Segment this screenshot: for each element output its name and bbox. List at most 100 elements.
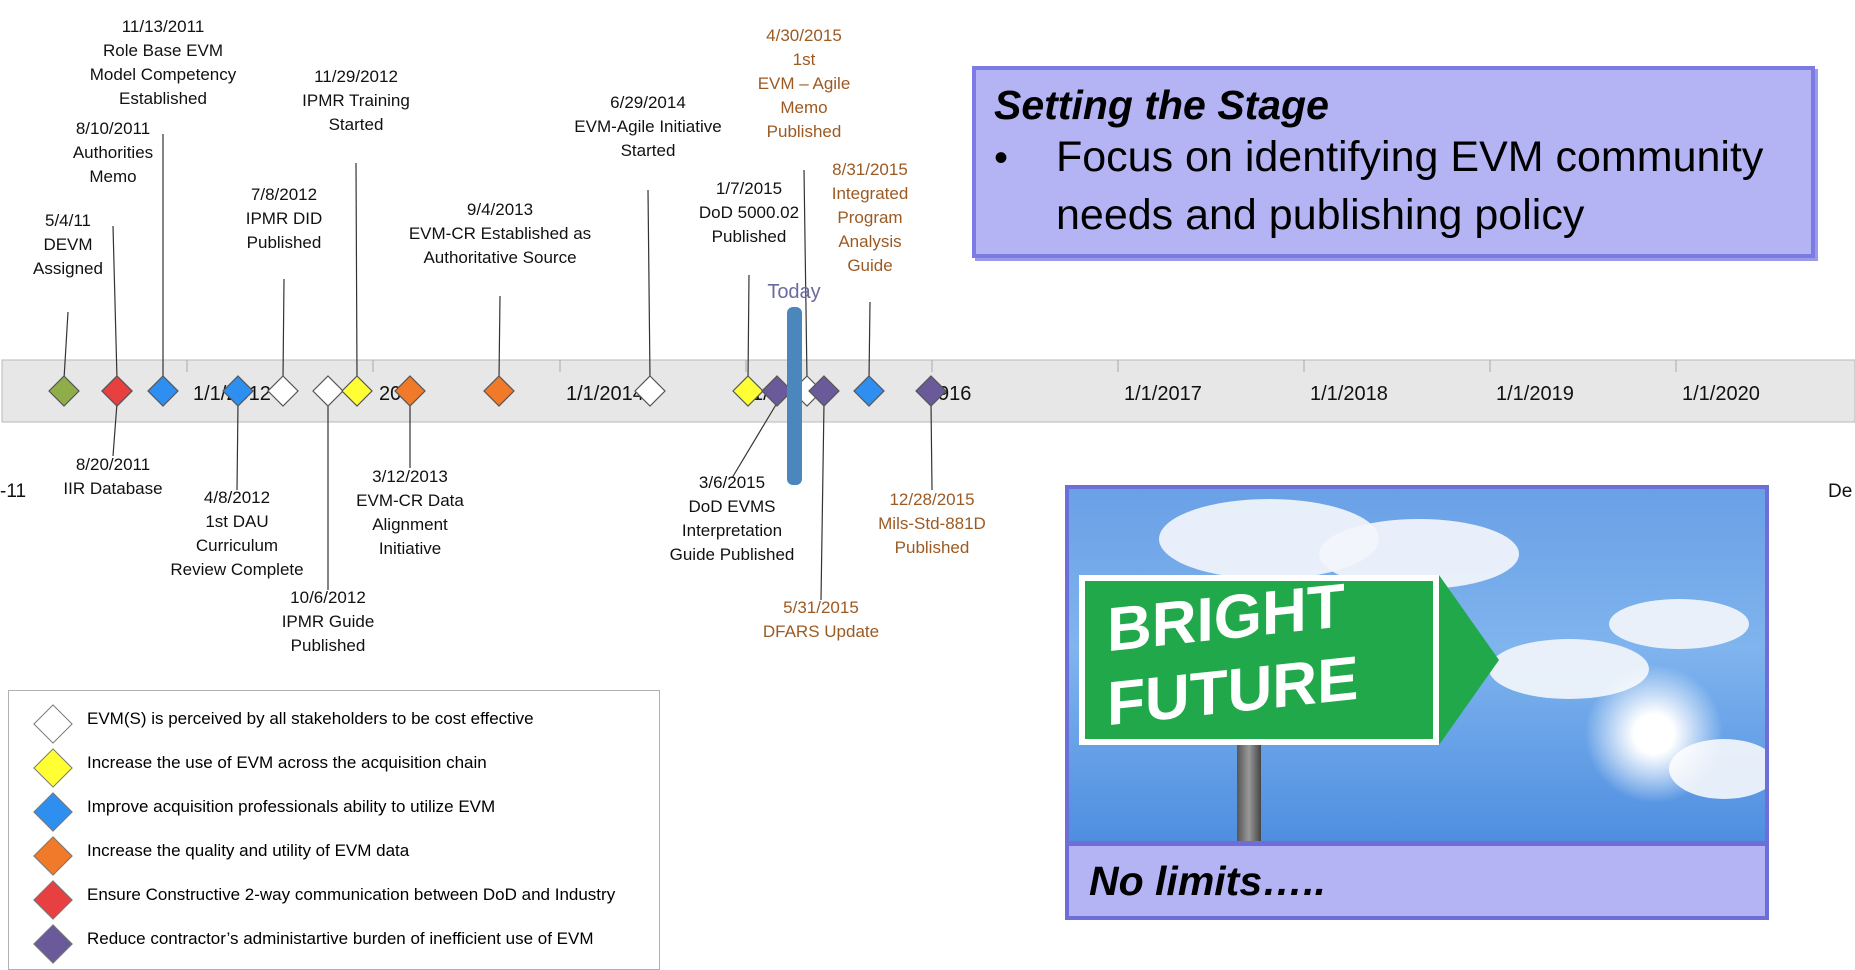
event-connector [112, 402, 118, 457]
legend: EVM(S) is perceived by all stakeholders … [8, 690, 660, 970]
axis-label: 1/1/2018 [1310, 383, 1388, 405]
event-connector [803, 169, 808, 380]
event-label-line: DEVM [43, 235, 92, 254]
event-label-line: DoD EVMS [689, 497, 776, 516]
event-label-line: Published [291, 636, 366, 655]
event-label-line: Guide [847, 256, 892, 275]
legend-swatch-diamond-icon [33, 792, 73, 832]
event-connector [930, 402, 933, 491]
event-label-line: Memo [89, 167, 136, 186]
axis-label: 1/1/2014 [566, 383, 644, 405]
event-connector [112, 225, 118, 380]
axis-label: 916 [938, 383, 971, 405]
sign-post [1237, 739, 1261, 841]
legend-swatch-diamond-icon [33, 924, 73, 964]
event-label-line: Memo [780, 98, 827, 117]
event-label-line: IPMR DID [246, 209, 323, 228]
event-label-line: 1st DAU [205, 512, 268, 531]
sign-arrow-icon [1439, 575, 1499, 745]
event-marker [341, 375, 373, 407]
event-label-line: Analysis [838, 232, 901, 251]
sign-text: BRIGHT FUTURE [1107, 568, 1358, 742]
event-connector [498, 295, 501, 380]
event-label-line: Interpretation [682, 521, 782, 540]
legend-item: Ensure Constructive 2-way communication … [23, 877, 653, 920]
event-label-line: 5/31/2015 [783, 598, 859, 617]
timeline-diagram: 1/1/2012201/1/20141/1/9161/1/20171/1/201… [0, 17, 1855, 655]
event-label-line: IPMR Guide [282, 612, 375, 631]
legend-item: Improve acquisition professionals abilit… [23, 789, 653, 832]
event-label-line: Mils-Std-881D [878, 514, 986, 533]
event-marker [394, 375, 426, 407]
no-limits-caption-box: No limits….. [1065, 842, 1769, 920]
stage-bullet-text: Focus on identifying EVM community needs… [1056, 133, 1764, 239]
event-connector [647, 189, 651, 380]
road-sign [1079, 575, 1439, 745]
event-connector [282, 278, 285, 380]
event-label-line: 11/29/2012 [314, 67, 398, 86]
legend-label: Ensure Constructive 2-way communication … [87, 885, 616, 904]
event-label-line: Started [621, 141, 676, 160]
event-label-line: Guide Published [670, 545, 795, 564]
legend-label: EVM(S) is perceived by all stakeholders … [87, 709, 534, 728]
event-label-line: EVM-CR Established as [409, 224, 591, 243]
event-label-line: Model Competency [90, 65, 237, 84]
event-label-line: 8/10/2011 [76, 119, 150, 138]
event-label-line: 3/6/2015 [699, 473, 765, 492]
event-marker [147, 375, 179, 407]
event-label-line: Role Base EVM [103, 41, 223, 60]
event-label-line: 4/30/2015 [766, 26, 842, 45]
bullet-icon: • [994, 136, 1009, 180]
event-marker [483, 375, 515, 407]
today-marker [787, 307, 802, 485]
event-label-line: DFARS Update [763, 622, 879, 641]
event-label-line: 10/6/2012 [290, 588, 366, 607]
event-marker [853, 375, 885, 407]
today-label: Today [767, 281, 820, 303]
event-marker [101, 375, 133, 407]
event-label-line: EVM-CR Data [356, 491, 464, 510]
event-label-line: Program [837, 208, 902, 227]
event-marker [634, 375, 666, 407]
event-label-line: Assigned [33, 259, 103, 278]
setting-the-stage-box: Setting the Stage • Focus on identifying… [972, 66, 1815, 258]
event-label-line: Initiative [379, 539, 441, 558]
event-label-line: DoD 5000.02 [699, 203, 799, 222]
event-label-line: 6/29/2014 [610, 93, 686, 112]
event-marker [915, 375, 947, 407]
event-label-line: Review Complete [170, 560, 303, 579]
event-label-line: Started [329, 115, 384, 134]
legend-label: Reduce contractor’s administartive burde… [87, 929, 594, 948]
event-label-line: 1/7/2015 [716, 179, 782, 198]
event-marker [222, 375, 254, 407]
legend-swatch-diamond-icon [33, 704, 73, 744]
event-connector [747, 274, 750, 380]
event-marker [312, 375, 344, 407]
legend-item: Increase the use of EVM across the acqui… [23, 745, 653, 788]
event-label-line: Published [712, 227, 787, 246]
event-label-line: Curriculum [196, 536, 278, 555]
event-connector [236, 402, 239, 491]
event-label-line: EVM – Agile [758, 74, 851, 93]
event-label-line: Authoritative Source [423, 248, 576, 267]
legend-item: Reduce contractor’s administartive burde… [23, 921, 653, 964]
legend-swatch-diamond-icon [33, 748, 73, 788]
axis-label: 1/1/2019 [1496, 383, 1574, 405]
event-label-line: 12/28/2015 [889, 490, 974, 509]
event-marker [267, 375, 299, 407]
event-label-line: Authorities [73, 143, 153, 162]
event-label-line: 1st [793, 50, 816, 69]
event-label-line: 9/4/2013 [467, 200, 533, 219]
event-label-line: 11/13/2011 [122, 17, 205, 36]
event-label-line: Published [247, 233, 322, 252]
event-label-line: 3/12/2013 [372, 467, 448, 486]
axis-label: 1/1/2020 [1682, 383, 1760, 405]
